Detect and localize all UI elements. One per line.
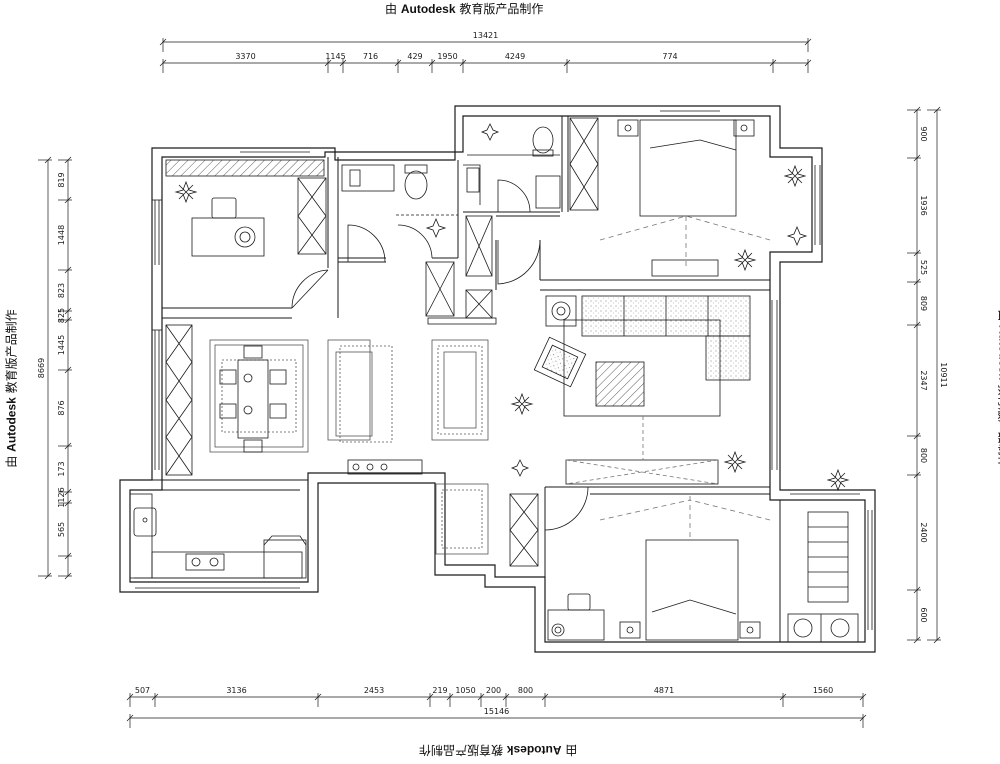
kitchen: [129, 493, 307, 579]
windows: [135, 105, 873, 630]
watermark-prefix: 由: [4, 455, 19, 468]
watermark-right: 由 Autodesk 教育版产品制作: [996, 309, 1000, 467]
dim-bottom-8: 1560: [813, 686, 833, 695]
dim-right-0: 900: [919, 126, 928, 141]
watermark-brand: Autodesk: [506, 743, 562, 757]
dim-bottom-4: 1050: [455, 686, 475, 695]
dim-left-6: 173: [57, 461, 66, 476]
living-room: [327, 295, 751, 555]
watermark-bottom: 由 Autodesk 教育版产品制作: [419, 742, 577, 759]
bathroom-2: [466, 123, 561, 209]
watermark-brand: Autodesk: [4, 397, 19, 452]
watermark-left: 由 Autodesk 教育版产品制作: [3, 309, 20, 467]
watermark-suffix: 教育版产品制作: [459, 2, 544, 16]
dim-left-0: 819: [57, 172, 66, 187]
master-bedroom: [569, 117, 808, 277]
dim-left-4: 1445: [57, 335, 66, 355]
hall-cabinets: [425, 215, 497, 325]
watermark-suffix: 教育版产品制作: [4, 309, 19, 394]
outer-walls: [119, 105, 876, 653]
dining-area: [165, 324, 309, 476]
dim-bottom-2: 2453: [364, 686, 384, 695]
dim-right-4: 2347: [919, 370, 928, 390]
dim-top-3: 429: [407, 52, 422, 61]
dimension-labels: 13421 3370 1145 716 429 1950 4249 774 507 3136 245…: [37, 31, 948, 716]
dim-left-2: 823: [57, 283, 66, 298]
watermark-suffix: 教育版产品制作: [419, 743, 504, 757]
dim-left-5: 876: [57, 400, 66, 415]
dim-left-3: 825: [57, 308, 66, 323]
dim-right-2: 525: [919, 260, 928, 275]
dim-right-3: 809: [919, 296, 928, 311]
balcony: [787, 468, 859, 643]
dim-right-5: 800: [919, 448, 928, 463]
dim-top-0: 3370: [235, 52, 255, 61]
watermark-prefix: 由: [385, 2, 398, 16]
dim-left-total-0: 8669: [37, 358, 46, 378]
watermark-brand: Autodesk: [400, 2, 456, 16]
second-bedroom: [509, 493, 771, 641]
dim-left-8: 565: [57, 522, 66, 537]
dim-bottom-3: 219: [432, 686, 447, 695]
dimension-lines: [38, 38, 941, 728]
dim-left-1: 1448: [57, 225, 66, 245]
dim-top-2: 716: [363, 52, 378, 61]
dim-right-1: 1936: [919, 195, 928, 215]
dim-top-5: 4249: [505, 52, 525, 61]
dim-bottom-5: 200: [486, 686, 501, 695]
dim-right-total-0: 10911: [939, 362, 948, 387]
dim-top-4: 1950: [437, 52, 457, 61]
dim-right-7: 600: [919, 607, 928, 622]
dim-left-7: 1126: [57, 487, 66, 507]
dim-right-6: 2400: [919, 522, 928, 542]
bathroom-1: [341, 164, 458, 239]
watermark-top: 由 Autodesk 教育版产品制作: [385, 0, 543, 17]
dim-bottom-1: 3136: [226, 686, 246, 695]
dim-bottom-0: 507: [135, 686, 150, 695]
doors: [291, 164, 589, 531]
watermark-prefix: 由: [565, 743, 578, 757]
study-room: [165, 159, 327, 257]
dim-bottom-7: 4871: [654, 686, 674, 695]
dim-top-1: 1145: [325, 52, 345, 61]
dim-bottom-6: 800: [518, 686, 533, 695]
dim-top-6: 774: [662, 52, 677, 61]
dim-top-total-0: 13421: [473, 31, 498, 40]
interior-walls: [120, 116, 781, 642]
dim-bottom-total-0: 15146: [484, 707, 509, 716]
